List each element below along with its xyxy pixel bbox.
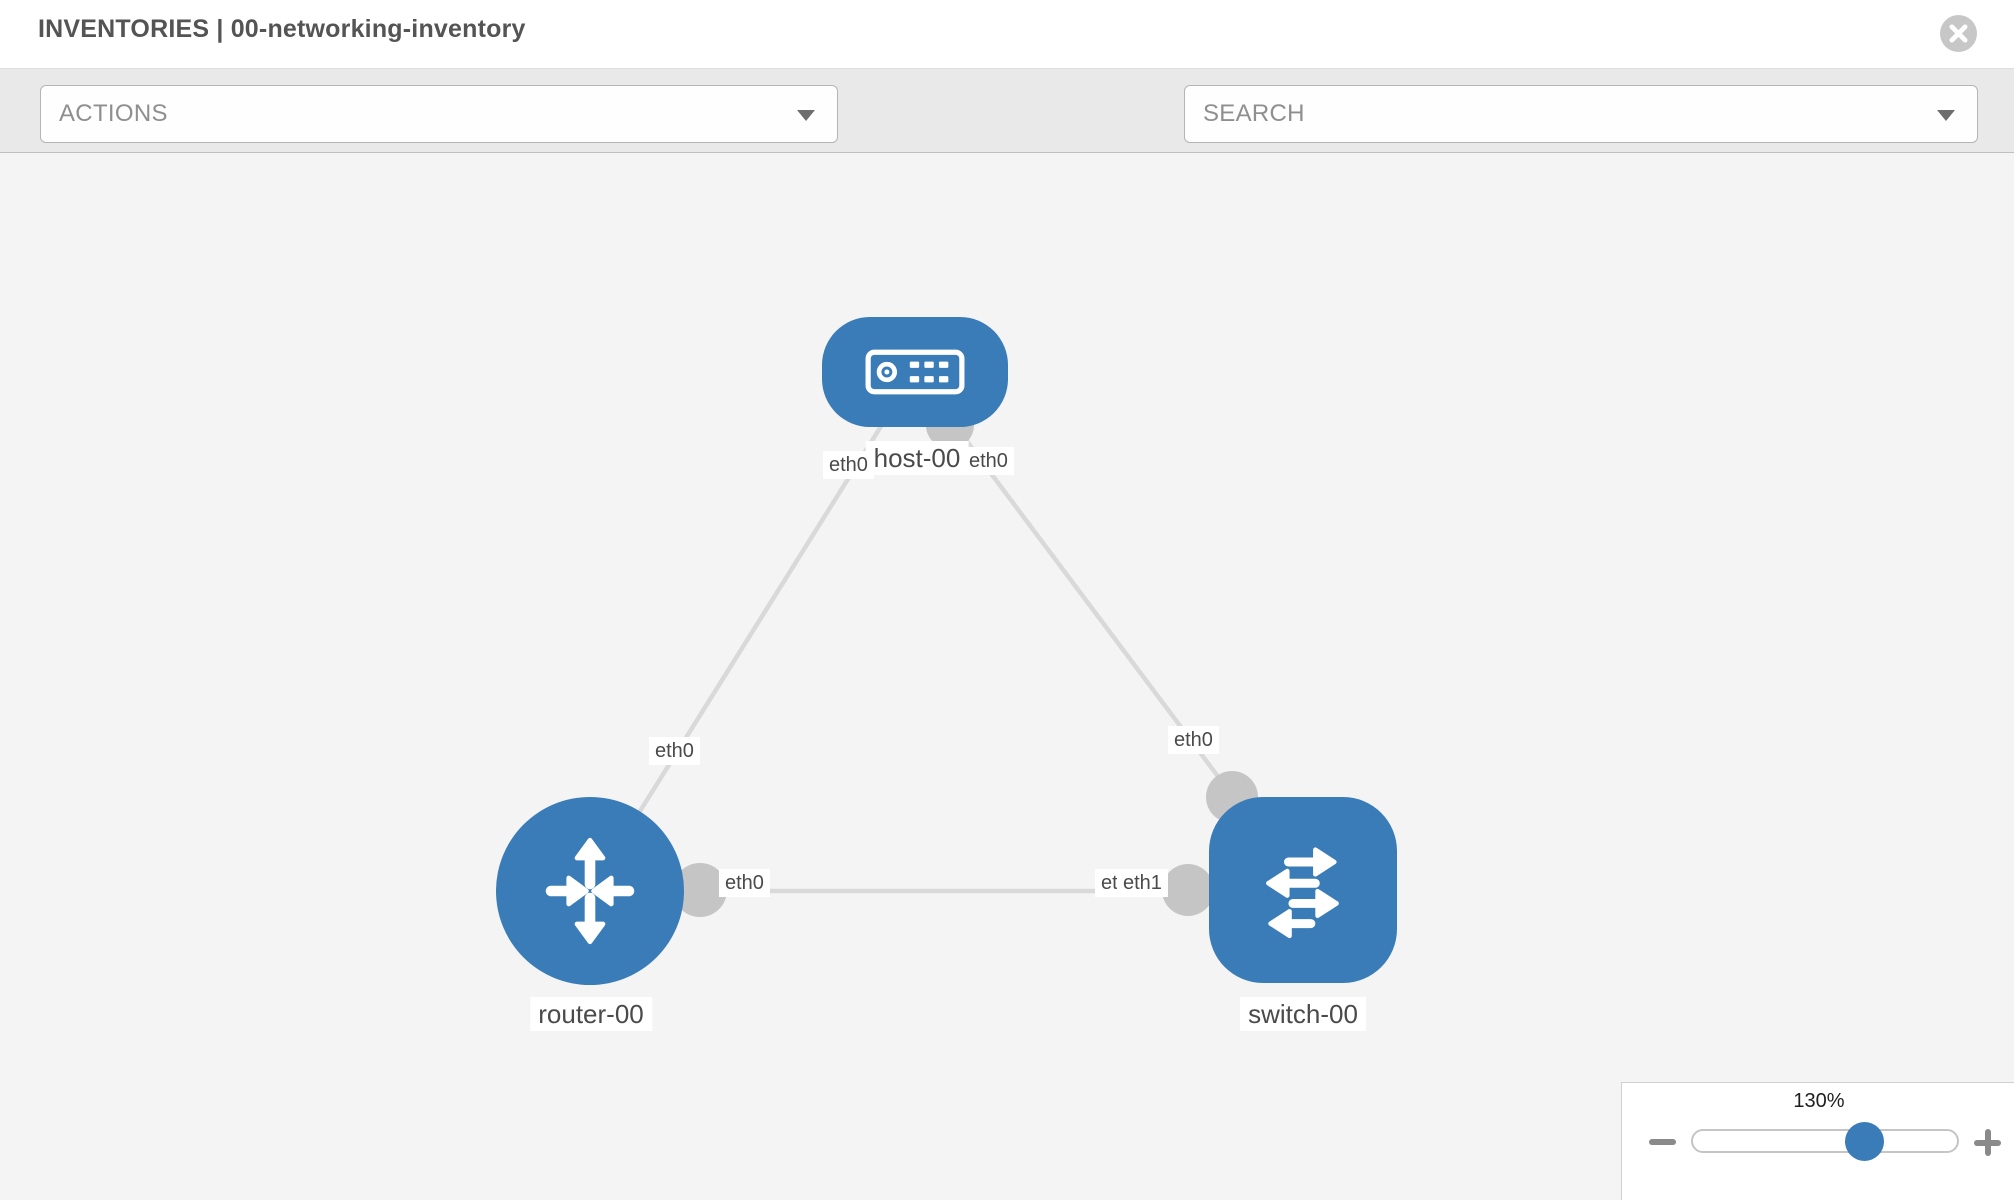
topology-canvas[interactable] bbox=[0, 153, 2014, 1200]
router-icon bbox=[545, 837, 635, 945]
node-label-router-00: router-00 bbox=[530, 997, 652, 1031]
actions-dropdown-label: ACTIONS bbox=[59, 100, 168, 127]
zoom-in-button[interactable] bbox=[1974, 1129, 2001, 1156]
toolbar: ACTIONS SEARCH bbox=[0, 68, 2014, 201]
node-label-host-00: host-00 bbox=[865, 441, 969, 475]
zoom-control-panel: 130% bbox=[1621, 1082, 2014, 1200]
page-title: INVENTORIES | 00-networking-inventory bbox=[38, 15, 526, 43]
node-switch-00[interactable] bbox=[1209, 797, 1397, 983]
plus-icon bbox=[1985, 1129, 1991, 1156]
node-router-00[interactable] bbox=[496, 797, 684, 985]
switch-icon bbox=[1266, 847, 1339, 939]
node-label-switch-00: switch-00 bbox=[1240, 997, 1366, 1031]
header: INVENTORIES | 00-networking-inventory bbox=[0, 0, 2014, 68]
interface-label: eth0 bbox=[1168, 726, 1219, 754]
chevron-down-icon bbox=[797, 110, 815, 121]
interface-label: eth0 bbox=[963, 447, 1014, 475]
zoom-out-button[interactable] bbox=[1649, 1139, 1676, 1145]
host-icon bbox=[865, 349, 965, 395]
chevron-down-icon bbox=[1937, 110, 1955, 121]
search-dropdown-label: SEARCH bbox=[1203, 100, 1305, 127]
node-host-00[interactable] bbox=[822, 317, 1008, 427]
close-icon bbox=[1949, 24, 1968, 43]
interface-label: eth0 bbox=[719, 869, 770, 897]
close-button[interactable] bbox=[1940, 15, 1977, 52]
search-dropdown[interactable]: SEARCH bbox=[1184, 85, 1978, 143]
interface-label: eth1 bbox=[1117, 869, 1168, 897]
interface-label: eth0 bbox=[823, 451, 874, 479]
zoom-slider-handle[interactable] bbox=[1845, 1122, 1884, 1161]
interface-label: eth0 bbox=[649, 737, 700, 765]
zoom-value: 130% bbox=[1793, 1090, 1845, 1112]
zoom-slider-track[interactable] bbox=[1691, 1129, 1959, 1153]
actions-dropdown[interactable]: ACTIONS bbox=[40, 85, 838, 143]
